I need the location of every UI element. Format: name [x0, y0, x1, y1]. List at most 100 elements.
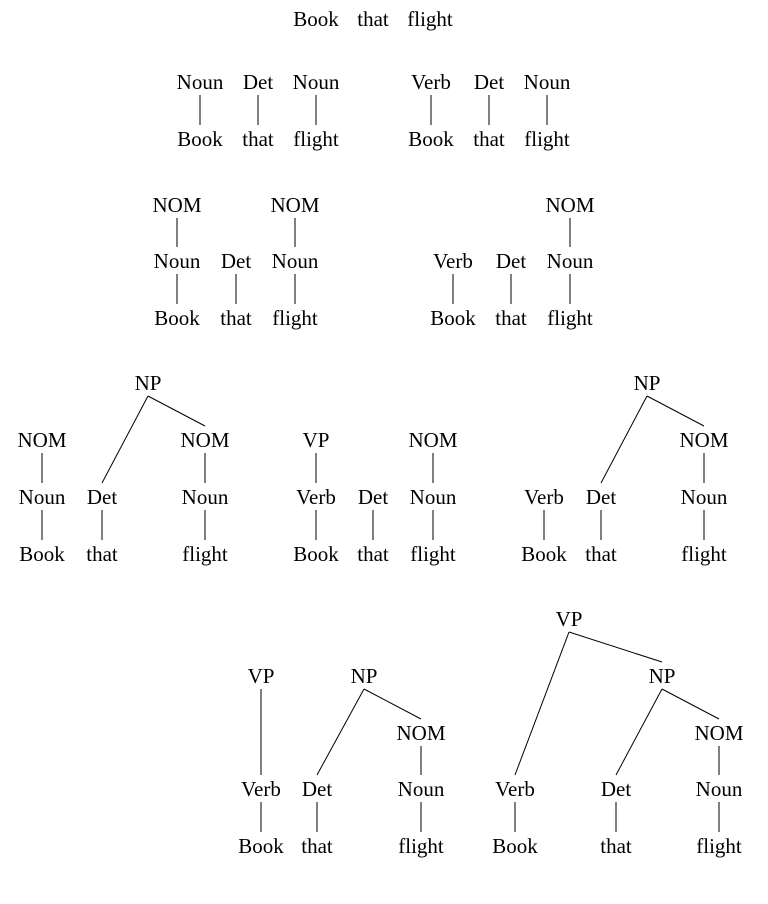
category-node-noun: Noun: [293, 70, 340, 94]
category-node-vp: VP: [303, 428, 330, 452]
category-node-det: Det: [358, 485, 388, 509]
word-node-flight: flight: [293, 127, 339, 151]
tree-edge-np-n3: [646, 395, 705, 427]
category-node-nom: NOM: [180, 428, 229, 452]
category-node-verb: Verb: [433, 249, 473, 273]
category-node-nom: NOM: [545, 193, 594, 217]
category-node-verb: Verb: [241, 777, 281, 801]
word-node-that: that: [86, 542, 118, 566]
category-node-noun: Noun: [398, 777, 445, 801]
word-node-that: that: [473, 127, 505, 151]
tree-edge-np-p2: [615, 688, 663, 776]
category-node-det: Det: [87, 485, 117, 509]
word-node-flight: flight: [398, 834, 444, 858]
word-node-book: Book: [19, 542, 65, 566]
category-node-verb: Verb: [495, 777, 535, 801]
word-node-book: Book: [492, 834, 538, 858]
category-node-det: Det: [221, 249, 251, 273]
word-node-that: that: [301, 834, 333, 858]
category-node-det: Det: [474, 70, 504, 94]
word-node-that: that: [585, 542, 617, 566]
category-node-nom: NOM: [694, 721, 743, 745]
word-node-book: Book: [238, 834, 284, 858]
parse-tree-1-1: Book that flight: [293, 7, 453, 31]
word-node-flight: flight: [681, 542, 727, 566]
word-node-flight: flight: [272, 306, 318, 330]
category-node-noun: Noun: [547, 249, 594, 273]
tree-edge-np-p2: [101, 395, 149, 484]
category-node-np: NP: [351, 664, 378, 688]
category-node-vp: VP: [556, 607, 583, 631]
tree-edge-np-n3: [147, 395, 206, 427]
category-node-noun: Noun: [272, 249, 319, 273]
tree-edge-np-p2: [316, 688, 365, 776]
word-node-that: that: [357, 7, 389, 31]
category-node-noun: Noun: [177, 70, 224, 94]
category-node-det: Det: [243, 70, 273, 94]
word-node-flight: flight: [410, 542, 456, 566]
word-node-that: that: [242, 127, 274, 151]
category-node-np: NP: [649, 664, 676, 688]
word-node-book: Book: [293, 7, 339, 31]
category-node-noun: Noun: [681, 485, 728, 509]
category-node-noun: Noun: [154, 249, 201, 273]
category-node-verb: Verb: [411, 70, 451, 94]
word-node-book: Book: [521, 542, 567, 566]
word-node-that: that: [600, 834, 632, 858]
category-node-nom: NOM: [17, 428, 66, 452]
category-node-noun: Noun: [410, 485, 457, 509]
category-node-verb: Verb: [296, 485, 336, 509]
word-node-that: that: [220, 306, 252, 330]
word-node-book: Book: [293, 542, 339, 566]
tree-edge-vp-p1: [514, 631, 570, 776]
word-node-that: that: [495, 306, 527, 330]
category-node-np: NP: [634, 371, 661, 395]
word-node-book: Book: [408, 127, 454, 151]
category-node-det: Det: [586, 485, 616, 509]
category-node-nom: NOM: [679, 428, 728, 452]
tree-edge-np-n3: [661, 688, 720, 720]
stage-1: Book that flight: [293, 7, 453, 31]
category-node-nom: NOM: [270, 193, 319, 217]
word-node-flight: flight: [182, 542, 228, 566]
category-node-noun: Noun: [182, 485, 229, 509]
word-node-flight: flight: [524, 127, 570, 151]
word-node-flight: flight: [407, 7, 453, 31]
word-node-flight: flight: [696, 834, 742, 858]
category-node-noun: Noun: [524, 70, 571, 94]
tree-edge-vp-np: [568, 631, 663, 663]
category-node-det: Det: [302, 777, 332, 801]
category-node-vp: VP: [248, 664, 275, 688]
word-node-book: Book: [430, 306, 476, 330]
category-node-nom: NOM: [408, 428, 457, 452]
category-node-noun: Noun: [19, 485, 66, 509]
category-node-nom: NOM: [396, 721, 445, 745]
category-node-det: Det: [601, 777, 631, 801]
tree-edge-np-p2: [600, 395, 648, 484]
category-node-noun: Noun: [696, 777, 743, 801]
category-node-det: Det: [496, 249, 526, 273]
word-node-flight: flight: [547, 306, 593, 330]
category-node-np: NP: [135, 371, 162, 395]
category-node-nom: NOM: [152, 193, 201, 217]
category-node-verb: Verb: [524, 485, 564, 509]
word-node-that: that: [357, 542, 389, 566]
word-node-book: Book: [177, 127, 223, 151]
tree-edge-np-n3: [363, 688, 422, 720]
word-node-book: Book: [154, 306, 200, 330]
